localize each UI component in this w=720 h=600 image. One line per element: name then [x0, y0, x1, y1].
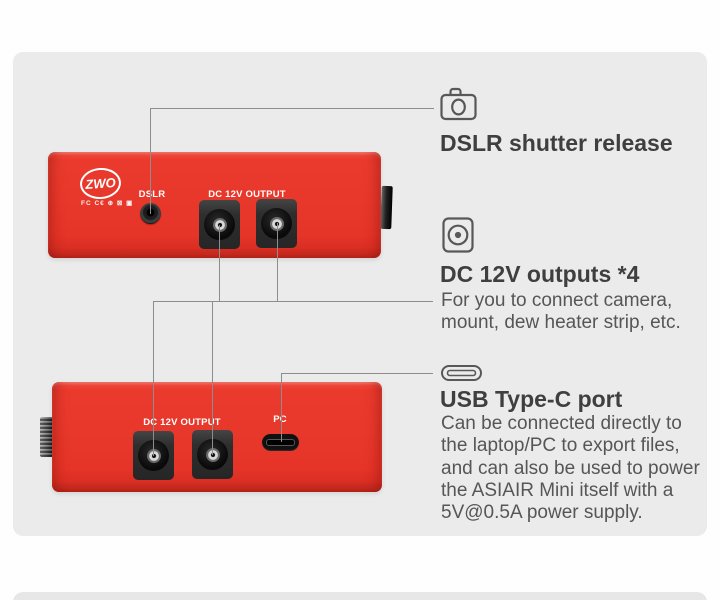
dslr-annotation-title: DSLR shutter release	[440, 130, 673, 156]
dc-callout-line-top1	[219, 225, 220, 301]
asiair-mini-device-rear: ZWO FC C€ ⊕ ⊠ ▣ DSLR DC 12V OUTPUT	[48, 152, 381, 258]
certification-marks: FC C€ ⊕ ⊠ ▣	[81, 200, 134, 207]
camera-icon	[440, 87, 477, 121]
dc-callout-line-top2	[277, 223, 278, 301]
side-knurled-knob	[40, 417, 53, 457]
dc-output-label-top: DC 12V OUTPUT	[208, 189, 286, 200]
dc-callout-bus-line	[153, 301, 433, 302]
pc-port-label: PC	[273, 414, 287, 425]
dslr-callout-line-v	[150, 108, 151, 214]
usbc-callout-line-h	[281, 373, 433, 374]
dc-annotation-body: For you to connect camera, mount, dew he…	[441, 290, 681, 334]
dc-callout-line-bottom1	[153, 301, 154, 456]
usbc-callout-line-v	[281, 373, 282, 442]
usb-c-icon	[441, 365, 482, 381]
dc-output-label-bottom: DC 12V OUTPUT	[143, 417, 221, 428]
zwo-logo: ZWO	[78, 166, 123, 201]
dc-12v-port-2	[256, 199, 297, 248]
usbc-annotation-title: USB Type-C port	[440, 386, 623, 412]
asiair-mini-device-front: DC 12V OUTPUT PC	[52, 382, 382, 492]
dslr-port-label: DSLR	[138, 189, 166, 200]
usb-type-c-port	[262, 434, 299, 451]
tf-card-slot-tab	[380, 185, 393, 230]
usbc-annotation-body: Can be connected directly to the laptop/…	[441, 413, 700, 524]
dslr-callout-line-h	[150, 108, 434, 109]
dc-callout-line-bottom2	[212, 301, 213, 455]
dc-annotation-title: DC 12V outputs *4	[440, 261, 640, 287]
dc-jack-icon	[442, 217, 474, 253]
next-section-panel-edge	[13, 592, 707, 600]
